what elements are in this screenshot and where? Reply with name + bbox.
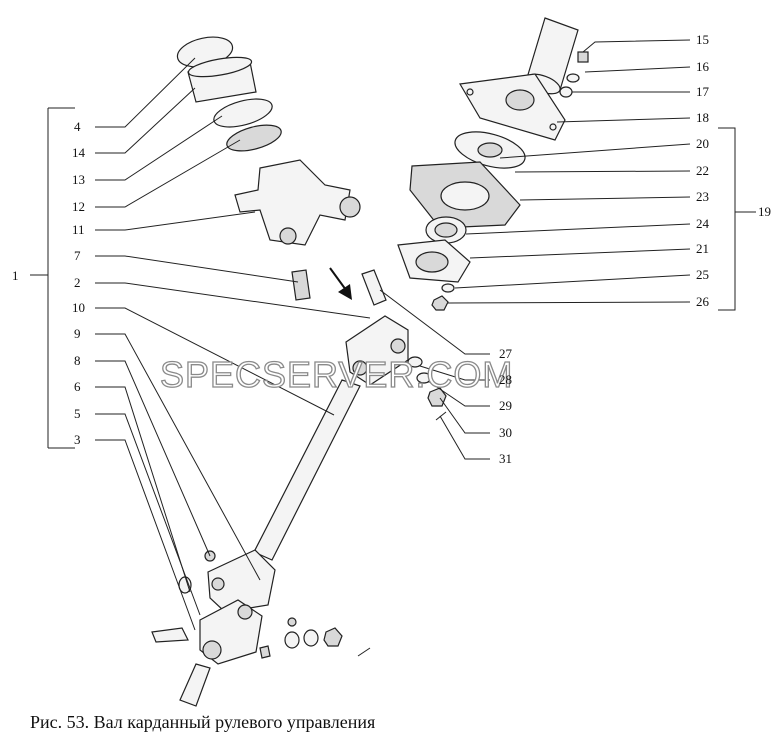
part-label-12: 12 xyxy=(72,199,85,214)
part-label-7: 7 xyxy=(74,248,81,263)
part-label-24: 24 xyxy=(696,216,710,231)
part-label-10: 10 xyxy=(72,300,85,315)
part-label-3: 3 xyxy=(74,432,81,447)
part-label-8: 8 xyxy=(74,353,81,368)
part-label-31: 31 xyxy=(499,451,512,466)
part-label-17: 17 xyxy=(696,84,710,99)
part-label-22: 22 xyxy=(696,163,709,178)
part-label-18: 18 xyxy=(696,110,709,125)
part-label-1: 1 xyxy=(12,268,19,283)
parts-drawing xyxy=(151,17,589,707)
part-label-28: 28 xyxy=(499,372,512,387)
part-label-23: 23 xyxy=(696,189,709,204)
part-labels: 1 4 14 13 12 11 7 2 10 9 8 6 5 3 15 16 1… xyxy=(12,32,771,466)
part-label-26: 26 xyxy=(696,294,710,309)
watermark: SPECSERVER.COM xyxy=(160,354,513,395)
part-label-2: 2 xyxy=(74,275,81,290)
part-label-9: 9 xyxy=(74,326,81,341)
part-label-21: 21 xyxy=(696,241,709,256)
part-label-20: 20 xyxy=(696,136,709,151)
part-label-13: 13 xyxy=(72,172,85,187)
part-label-19: 19 xyxy=(758,204,771,219)
part-label-14: 14 xyxy=(72,145,86,160)
part-label-15: 15 xyxy=(696,32,709,47)
part-label-5: 5 xyxy=(74,406,81,421)
part-label-30: 30 xyxy=(499,425,512,440)
part-label-6: 6 xyxy=(74,379,81,394)
part-label-11: 11 xyxy=(72,222,85,237)
part-label-29: 29 xyxy=(499,398,512,413)
part-label-16: 16 xyxy=(696,59,710,74)
part-label-27: 27 xyxy=(499,346,513,361)
leader-lines xyxy=(30,39,756,631)
figure-caption: Рис. 53. Вал карданный рулевого управлен… xyxy=(30,712,376,732)
part-label-25: 25 xyxy=(696,267,709,282)
part-label-4: 4 xyxy=(74,119,81,134)
